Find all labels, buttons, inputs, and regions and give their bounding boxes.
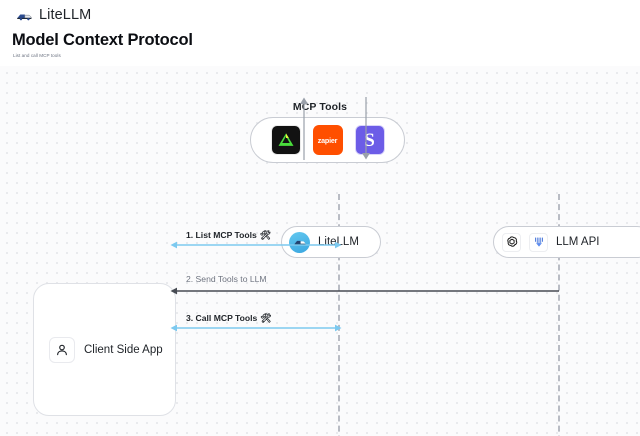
node-llm-api[interactable]: LLM API: [493, 226, 640, 258]
message-1-arrow: [170, 237, 342, 249]
message-3-label: 3. Call MCP Tools 🛠: [186, 313, 272, 323]
tools-emoji-icon-3: 🛠: [260, 312, 272, 323]
zapier-label: zapier: [317, 135, 338, 145]
anthropic-logo-icon: [529, 232, 548, 252]
openai-logo-icon: [502, 232, 521, 252]
node-litellm[interactable]: LiteLLM: [281, 226, 381, 258]
person-icon: [49, 336, 75, 363]
client-side-app-card[interactable]: Client Side App: [33, 283, 176, 416]
message-2-text: 2. Send Tools to LLM: [186, 274, 267, 284]
arrow-litellm-to-mcp-tools: [298, 97, 310, 165]
message-3-arrow: [170, 320, 342, 332]
brand-name: LiteLLM: [39, 7, 92, 23]
client-side-app-label: Client Side App: [84, 343, 163, 356]
zapier-tool-icon[interactable]: zapier: [312, 125, 343, 155]
message-1-text: 1. List MCP Tools: [186, 230, 257, 240]
message-2-arrow: [170, 283, 560, 295]
truck-logo-icon: [16, 7, 33, 24]
message-2-label: 2. Send Tools to LLM: [186, 274, 267, 284]
arrow-mcp-tools-to-litellm: [360, 97, 372, 165]
anthropic-tool-icon[interactable]: [270, 125, 301, 155]
lifeline-llm-api: [558, 194, 560, 436]
mcp-tools-group-label: MCP Tools: [292, 101, 348, 113]
app-header: LiteLLM: [0, 0, 640, 30]
lifeline-litellm: [338, 194, 340, 436]
slack-label: S: [364, 129, 375, 151]
litellm-avatar-icon: [289, 231, 310, 253]
slack-tool-icon[interactable]: S: [354, 125, 385, 155]
tools-emoji-icon-1: 🛠: [259, 229, 272, 240]
mcp-tools-container[interactable]: zapier S: [250, 117, 405, 163]
message-1-label: 1. List MCP Tools 🛠: [186, 230, 271, 240]
page-title: Model Context Protocol: [12, 31, 193, 49]
diagram-canvas[interactable]: MCP Tools zapier S: [0, 66, 640, 436]
page-subtitle: List and call MCP tools: [13, 53, 61, 58]
message-3-text: 3. Call MCP Tools: [186, 313, 258, 323]
node-llm-api-label: LLM API: [556, 236, 600, 248]
